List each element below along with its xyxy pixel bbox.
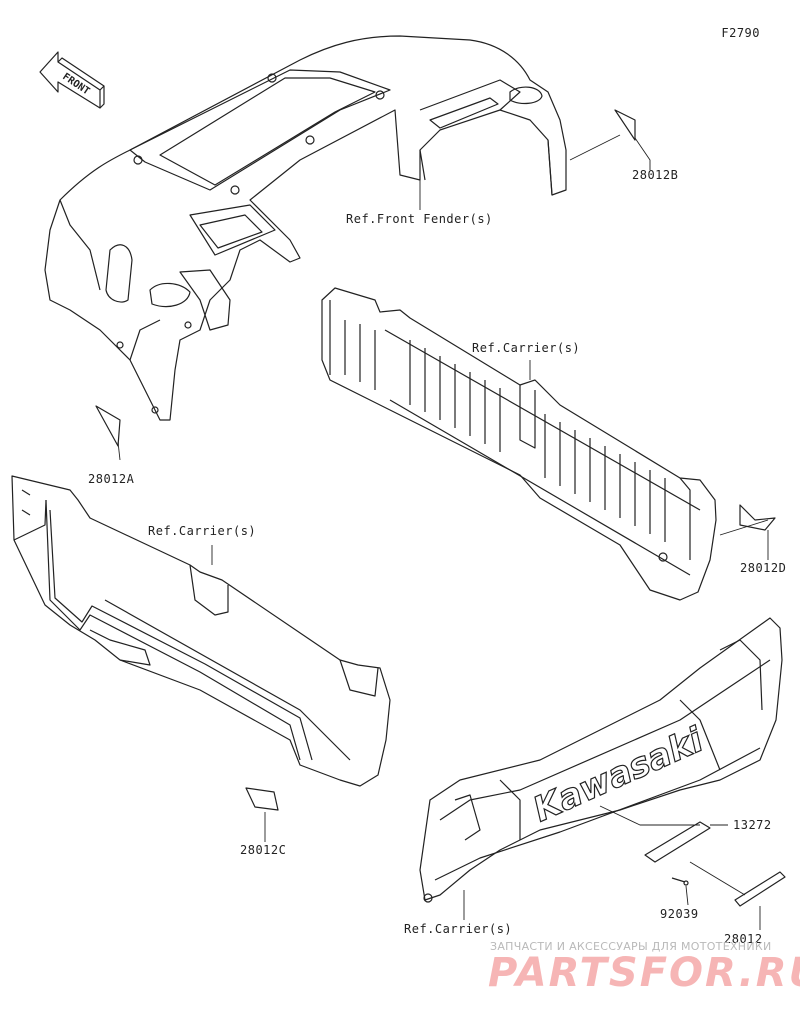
part-13272-shape bbox=[644, 821, 711, 863]
label-ref-carrier-top[interactable]: Ref.Carrier(s) bbox=[472, 341, 581, 355]
leader-lines bbox=[117, 134, 769, 930]
carrier-panel-left bbox=[11, 475, 391, 787]
label-92039[interactable]: 92039 bbox=[660, 907, 699, 921]
part-92039-shape bbox=[671, 877, 689, 886]
carrier-panel-kawasaki bbox=[419, 617, 783, 903]
label-ref-carrier-bottom[interactable]: Ref.Carrier(s) bbox=[404, 922, 513, 936]
front-arrow-badge bbox=[39, 51, 105, 109]
front-fender-assembly bbox=[44, 35, 567, 421]
label-28012B[interactable]: 28012B bbox=[632, 168, 679, 182]
figure-code: F2790 bbox=[721, 26, 760, 40]
decal-28012D-shape bbox=[739, 504, 776, 531]
decal-28012C-shape bbox=[245, 787, 279, 811]
label-13272[interactable]: 13272 bbox=[733, 818, 772, 832]
carrier-panel-upper bbox=[321, 287, 717, 601]
decal-28012B-shape bbox=[614, 109, 636, 141]
label-28012C[interactable]: 28012C bbox=[240, 843, 287, 857]
label-ref-carrier-left[interactable]: Ref.Carrier(s) bbox=[148, 524, 257, 538]
decal-28012-shape bbox=[734, 871, 786, 907]
label-ref-front-fender[interactable]: Ref.Front Fender(s) bbox=[346, 212, 493, 226]
label-28012D[interactable]: 28012D bbox=[740, 561, 787, 575]
watermark-tagline: ЗАПЧАСТИ И АКСЕССУАРЫ ДЛЯ МОТОТЕХНИКИ bbox=[490, 940, 772, 953]
decal-28012A-shape bbox=[95, 405, 121, 447]
watermark-logo: PARTSFOR.RU bbox=[488, 950, 800, 996]
label-28012[interactable]: 28012 bbox=[724, 932, 763, 946]
label-28012A[interactable]: 28012A bbox=[88, 472, 135, 486]
